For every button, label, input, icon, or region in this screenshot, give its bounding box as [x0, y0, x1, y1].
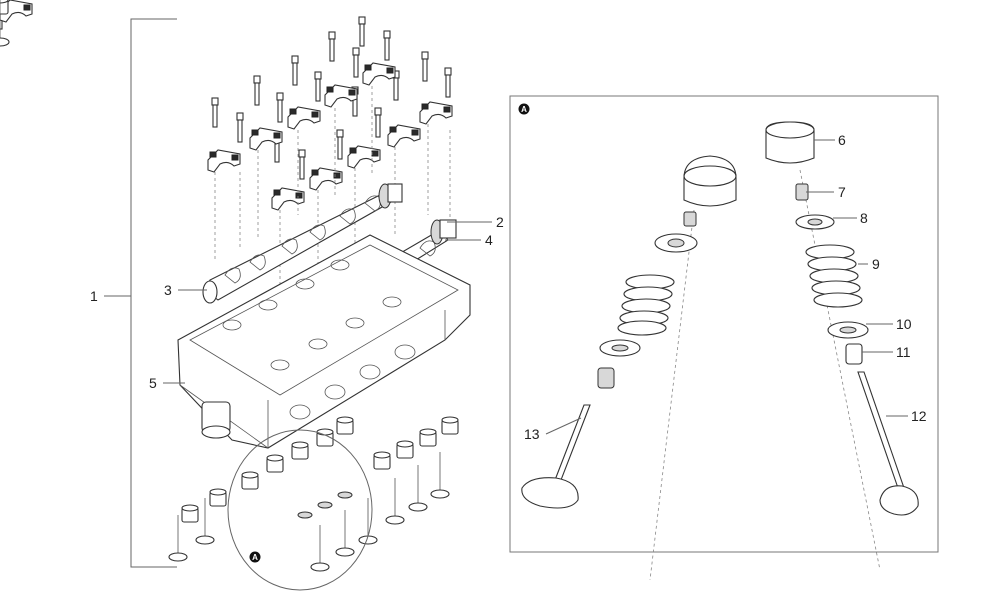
callout-labels: 1 2 3 4 5 6 7 8 9 10 11 12 13 [90, 132, 927, 442]
detail-marker-a-panel: A [521, 105, 527, 114]
detail-callout-circle: A [227, 429, 373, 591]
callout-13: 13 [524, 426, 540, 442]
callout-2: 2 [496, 214, 504, 230]
exhaust-valve-stack [765, 121, 919, 571]
callout-4: 4 [485, 232, 493, 248]
intake-valve-stack [521, 155, 737, 581]
leader-lines [163, 139, 908, 435]
callout-6: 6 [838, 132, 846, 148]
detail-panel: A [509, 95, 939, 581]
group-bracket [104, 18, 177, 568]
callout-5: 5 [149, 375, 157, 391]
callout-7: 7 [838, 184, 846, 200]
intake-camshaft [202, 183, 403, 304]
callout-11: 11 [896, 344, 911, 360]
callout-10: 10 [896, 316, 912, 332]
callout-3: 3 [164, 282, 172, 298]
callout-8: 8 [860, 210, 868, 226]
callout-12: 12 [911, 408, 927, 424]
detail-marker-a-circle: A [252, 553, 258, 562]
cylinder-head [177, 234, 471, 449]
callout-9: 9 [872, 256, 880, 272]
callout-1: 1 [90, 288, 98, 304]
valve-train-assemblies [0, 0, 459, 572]
